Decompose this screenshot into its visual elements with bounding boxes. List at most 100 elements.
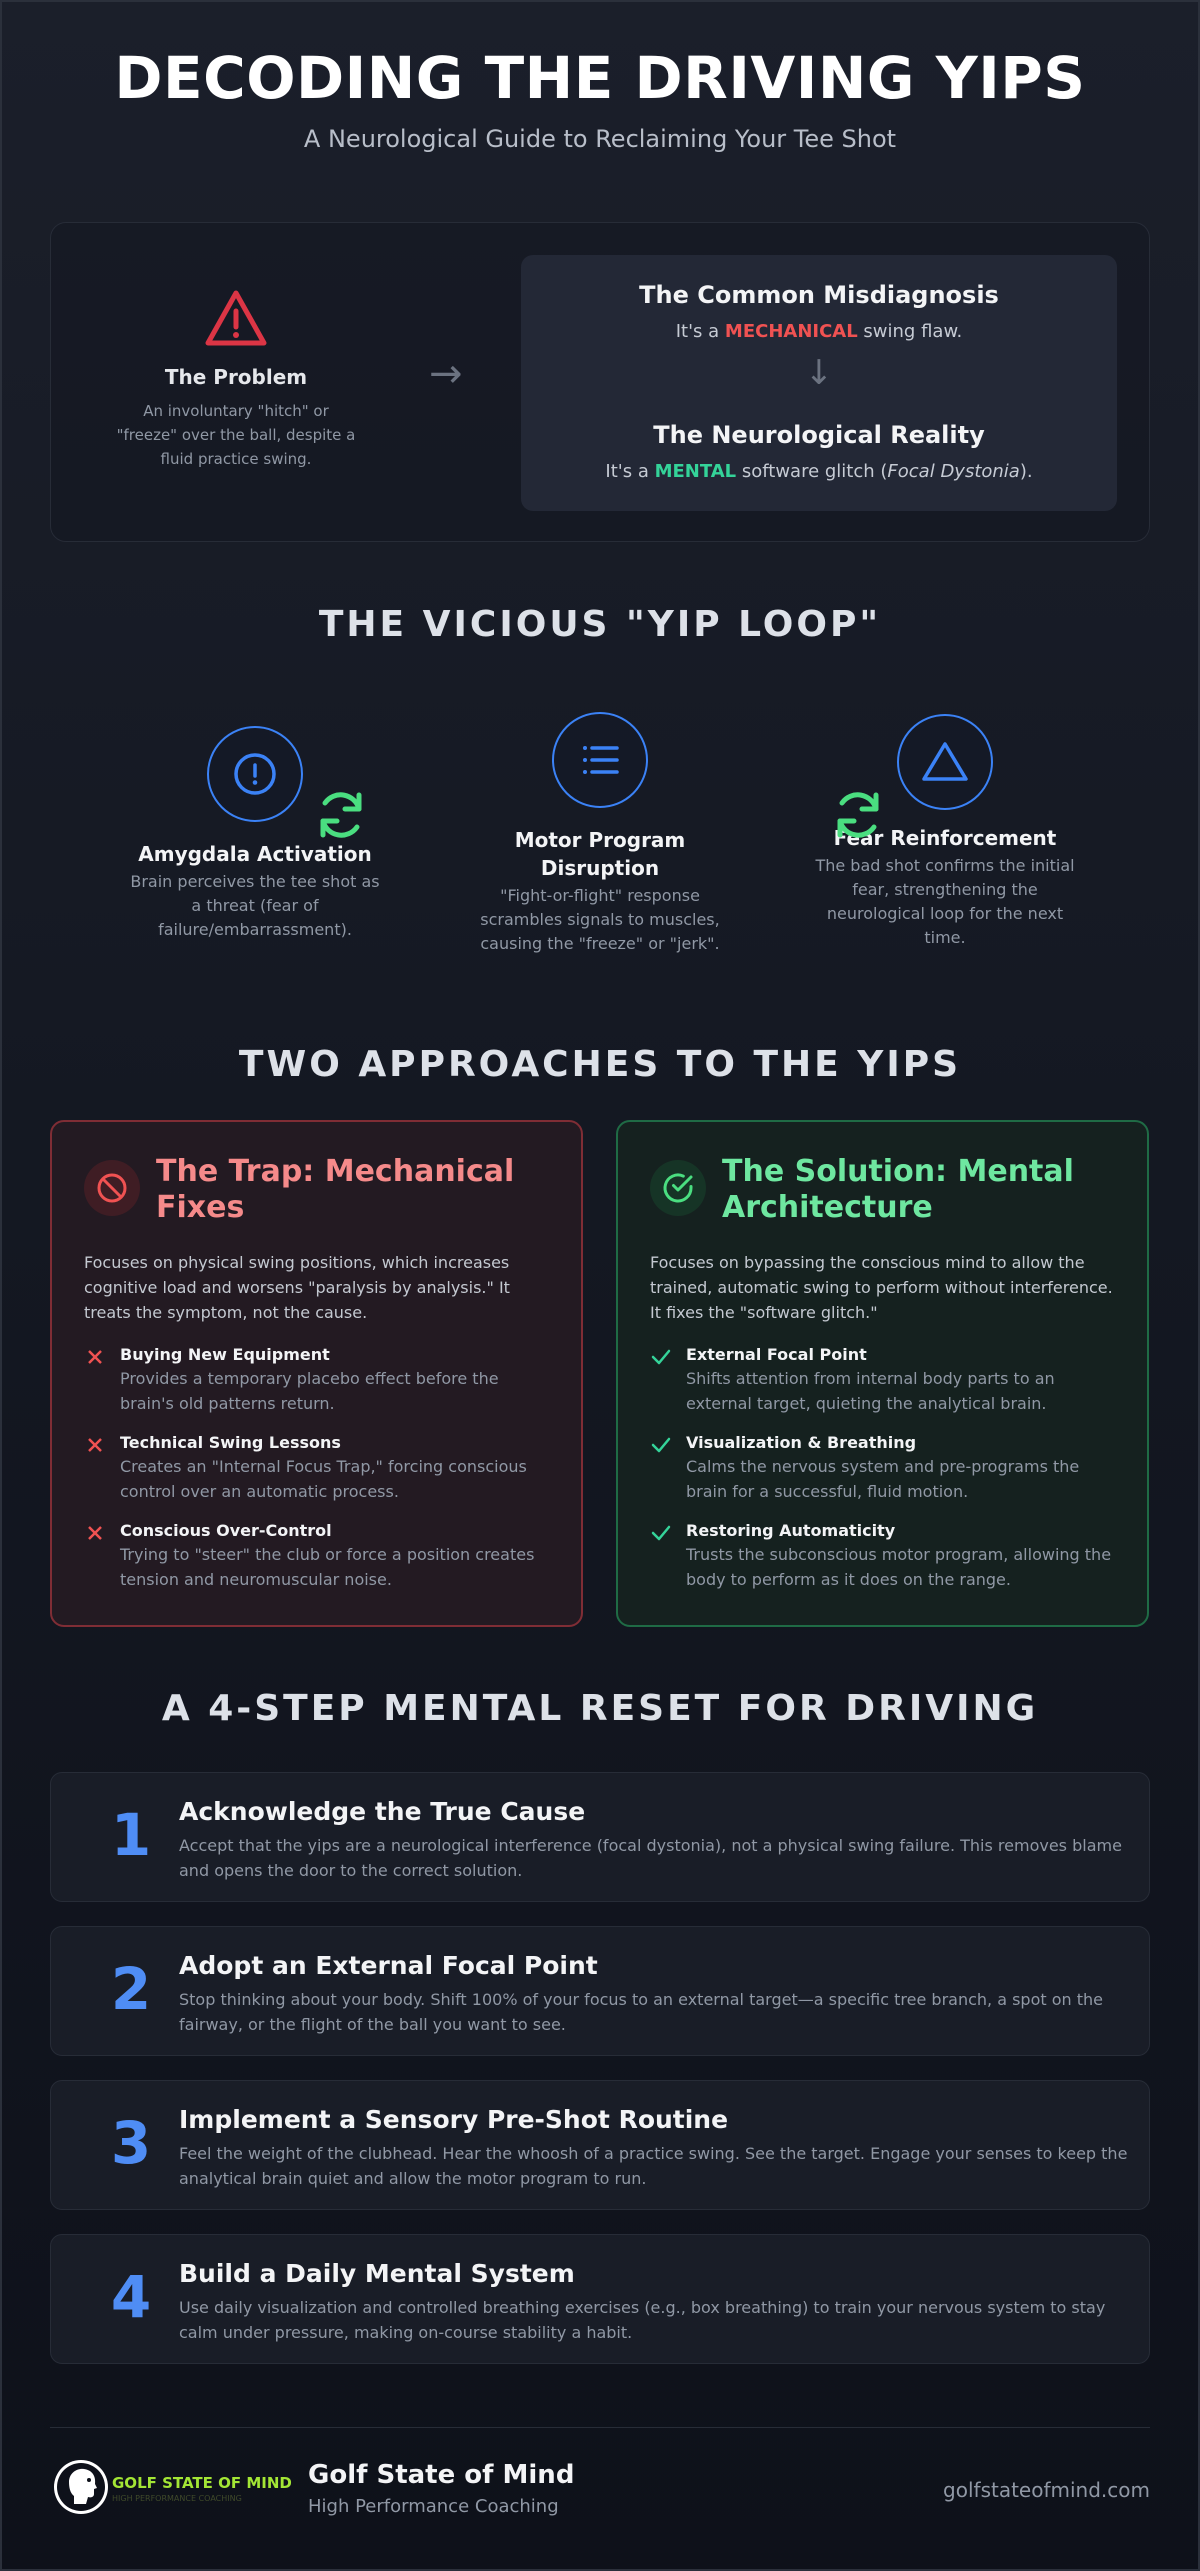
list-item-description: Provides a temporary placebo effect befo… (120, 1369, 499, 1413)
brand-logo: GOLF STATE OF MIND HIGH PERFORMANCE COAC… (52, 2458, 292, 2518)
mechanical-highlight: MECHANICAL (724, 321, 858, 342)
loop-item-description: The bad shot confirms the initial fear, … (815, 856, 1075, 947)
warning-triangle-icon (205, 290, 267, 346)
diagnosis-box: The Common Misdiagnosis It's a MECHANICA… (521, 255, 1117, 511)
page-subtitle: A Neurological Guide to Reclaiming Your … (303, 125, 897, 153)
misdiagnosis-title: The Common Misdiagnosis (639, 281, 999, 309)
loop-circle (552, 712, 648, 808)
check-circle-icon (663, 1173, 693, 1203)
list-item-title: Buying New Equipment (120, 1345, 330, 1364)
mental-highlight: MENTAL (654, 461, 737, 482)
reality-pre: It's a (605, 461, 655, 482)
step-number: 1 (110, 1801, 152, 1869)
check-mark-icon (651, 1437, 671, 1453)
list-item-description: Shifts attention from internal body part… (686, 1369, 1055, 1413)
step-description: Use daily visualization and controlled b… (179, 2298, 1106, 2342)
x-mark-icon (88, 1526, 102, 1540)
logo-subtext: HIGH PERFORMANCE COACHING (112, 2494, 242, 2503)
loop-item-amygdala: Amygdala Activation Brain perceives the … (125, 726, 385, 942)
loop-item-fear: Fear Reinforcement The bad shot confirms… (815, 714, 1075, 950)
problem-description: An involuntary "hitch" or "freeze" over … (116, 402, 356, 468)
step-title: Adopt an External Focal Point (179, 1951, 598, 1980)
solution-card: The Solution: Mental Architecture Focuse… (616, 1120, 1149, 1627)
loop-item-motor: Motor Program Disruption "Fight-or-fligh… (470, 712, 730, 956)
steps-heading: A 4-STEP MENTAL RESET FOR DRIVING (161, 1688, 1039, 1729)
trap-list: Buying New Equipment Provides a temporar… (84, 1344, 554, 1608)
step-description: Accept that the yips are a neurological … (179, 1836, 1122, 1880)
footer-divider (50, 2427, 1150, 2428)
list-item-title: Technical Swing Lessons (120, 1433, 341, 1452)
x-mark-icon (88, 1438, 102, 1452)
alert-circle-icon (234, 753, 276, 795)
loop-item-description: "Fight-or-flight" response scrambles sig… (480, 886, 720, 953)
solution-list: External Focal Point Shifts attention fr… (650, 1344, 1120, 1608)
brand-name: Golf State of Mind (308, 2460, 575, 2490)
list-icon (583, 746, 619, 774)
x-mark-icon (88, 1350, 102, 1364)
list-item: Buying New Equipment Provides a temporar… (84, 1344, 554, 1432)
trap-title: The Trap: Mechanical Fixes (156, 1154, 515, 1225)
problem-block: The Problem An involuntary "hitch" or "f… (111, 289, 361, 471)
arrow-right-icon: → (429, 351, 463, 397)
loop-circle (207, 726, 303, 822)
approaches-heading: TWO APPROACHES TO THE YIPS (238, 1044, 962, 1085)
page-title: DECODING THE DRIVING YIPS (114, 44, 1086, 112)
step-description: Stop thinking about your body. Shift 100… (179, 1990, 1104, 2034)
brain-head-logo-icon (54, 2460, 108, 2514)
loop-circle (897, 714, 993, 810)
trap-intro: Focuses on physical swing positions, whi… (84, 1253, 510, 1322)
step-title: Implement a Sensory Pre-Shot Routine (179, 2105, 729, 2134)
step-card-2: 2 Adopt an External Focal Point Stop thi… (50, 1926, 1150, 2056)
list-item-description: Trusts the subconscious motor program, a… (686, 1545, 1112, 1589)
loop-heading: THE VICIOUS "YIP LOOP" (318, 604, 882, 645)
misdiagnosis-line: It's a MECHANICAL swing flaw. (521, 321, 1117, 342)
website-link[interactable]: golfstateofmind.com (943, 2478, 1150, 2502)
reality-post: ). (1019, 461, 1033, 482)
step-title: Build a Daily Mental System (179, 2259, 575, 2288)
arrow-down-icon: ↓ (804, 353, 834, 393)
list-item: Technical Swing Lessons Creates an "Inte… (84, 1432, 554, 1520)
list-item-title: Restoring Automaticity (686, 1521, 896, 1540)
problem-card: The Problem An involuntary "hitch" or "f… (50, 222, 1150, 542)
trap-icon-badge (84, 1160, 140, 1216)
step-card-4: 4 Build a Daily Mental System Use daily … (50, 2234, 1150, 2364)
solution-intro: Focuses on bypassing the conscious mind … (650, 1253, 1113, 1322)
list-item-description: Creates an "Internal Focus Trap," forcin… (120, 1457, 527, 1501)
reality-title: The Neurological Reality (653, 421, 985, 449)
step-number: 3 (110, 2109, 152, 2177)
check-mark-icon (651, 1525, 671, 1541)
loop-item-title: Amygdala Activation (138, 842, 372, 866)
list-item-title: Conscious Over-Control (120, 1521, 332, 1540)
triangle-icon (922, 742, 968, 781)
reality-line: It's a MENTAL software glitch (Focal Dys… (521, 461, 1117, 482)
ban-icon (97, 1173, 127, 1203)
step-number: 2 (110, 1955, 152, 2023)
loop-item-title: Motor Program Disruption (514, 828, 686, 880)
list-item-title: External Focal Point (686, 1345, 867, 1364)
refresh-cycle-icon (320, 792, 362, 838)
list-item: Visualization & Breathing Calms the nerv… (650, 1432, 1120, 1520)
misdiagnosis-pre: It's a (675, 321, 725, 342)
reality-mid: software glitch ( (736, 461, 888, 482)
logo-text: GOLF STATE OF MIND (112, 2474, 292, 2492)
problem-title: The Problem (164, 365, 308, 389)
check-mark-icon (651, 1349, 671, 1365)
step-number: 4 (110, 2263, 152, 2331)
misdiagnosis-post: swing flaw. (857, 321, 963, 342)
solution-icon-badge (650, 1160, 706, 1216)
trap-card: The Trap: Mechanical Fixes Focuses on ph… (50, 1120, 583, 1627)
list-item: Restoring Automaticity Trusts the subcon… (650, 1520, 1120, 1608)
list-item-title: Visualization & Breathing (686, 1433, 917, 1452)
solution-title: The Solution: Mental Architecture (722, 1154, 1074, 1225)
step-card-3: 3 Implement a Sensory Pre-Shot Routine F… (50, 2080, 1150, 2210)
focal-dystonia-term: Focal Dystonia (887, 461, 1020, 482)
list-item-description: Calms the nervous system and pre-program… (686, 1457, 1080, 1501)
list-item: External Focal Point Shifts attention fr… (650, 1344, 1120, 1432)
step-title: Acknowledge the True Cause (179, 1797, 586, 1826)
brand-tagline: High Performance Coaching (308, 2496, 559, 2517)
loop-item-description: Brain perceives the tee shot as a threat… (130, 872, 380, 939)
step-card-1: 1 Acknowledge the True Cause Accept that… (50, 1772, 1150, 1902)
refresh-cycle-icon (837, 792, 879, 838)
list-item: Conscious Over-Control Trying to "steer"… (84, 1520, 554, 1608)
